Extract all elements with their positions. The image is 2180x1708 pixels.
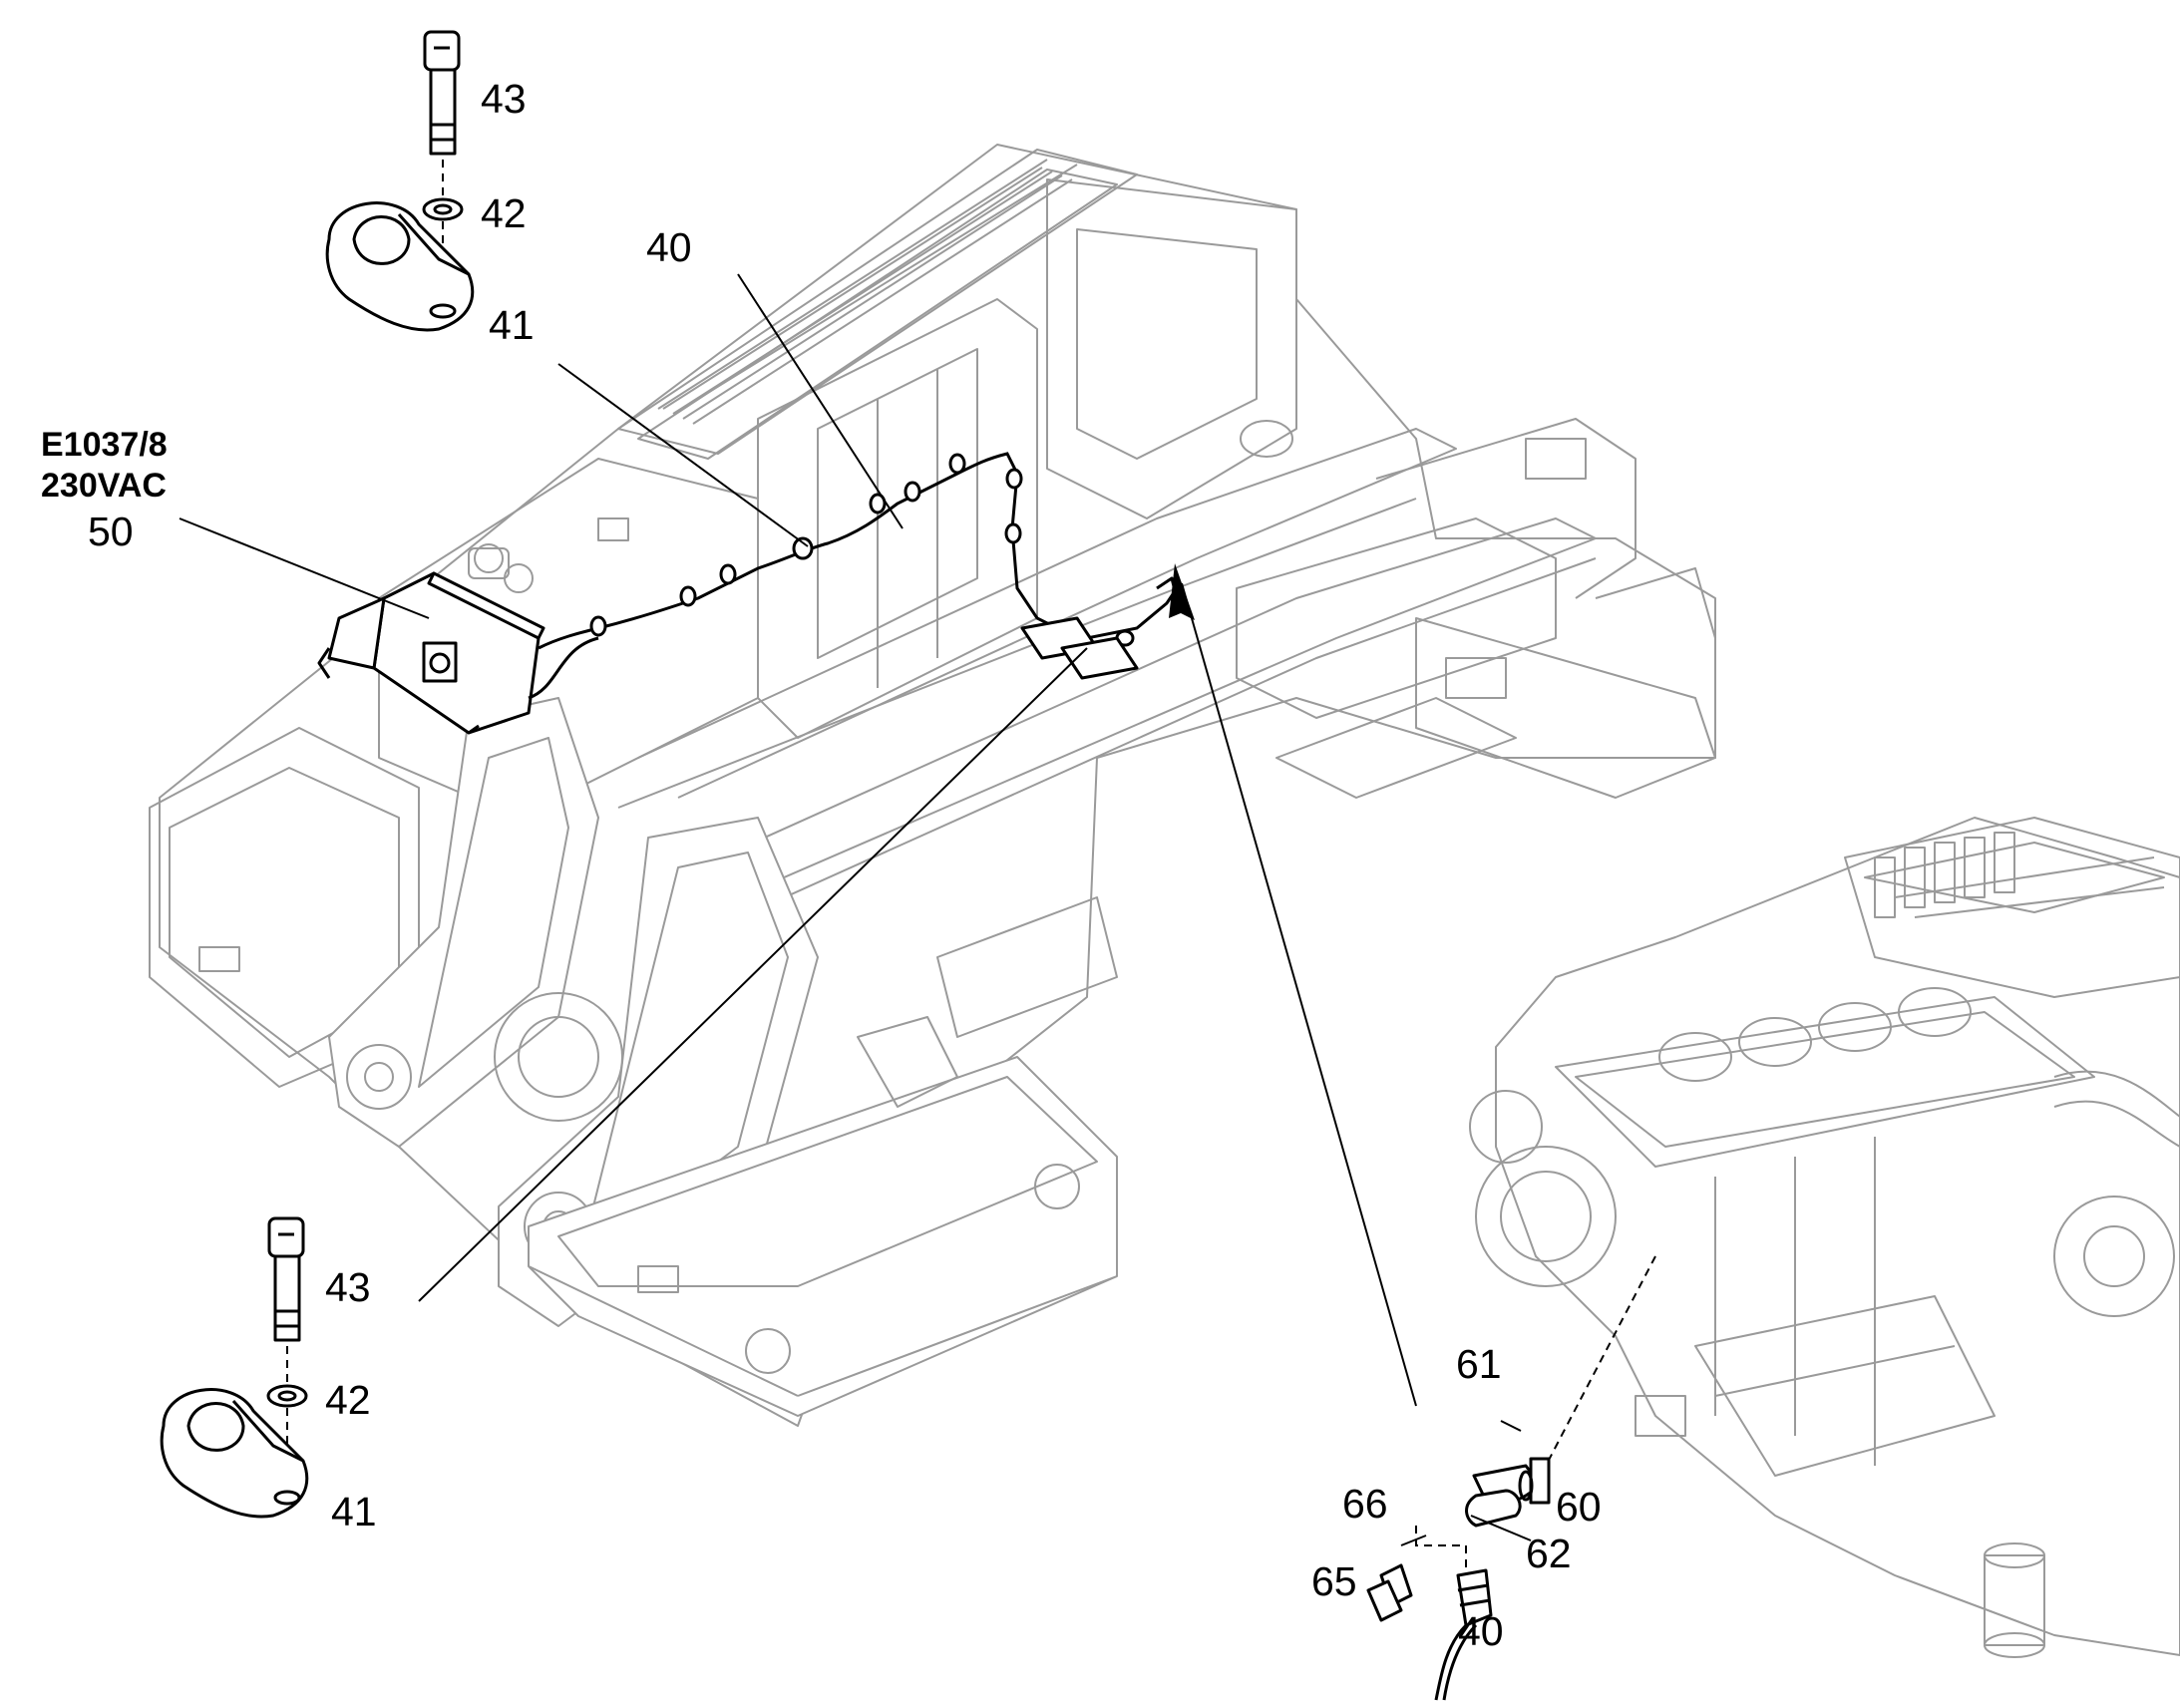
callout-43-top: 43 [481,76,527,122]
upper-frame [149,144,1716,1427]
leader-lines [179,273,1417,1407]
callout-65: 65 [1311,1558,1357,1604]
wiring-harness [538,452,1179,680]
bottom-clamp-assembly [160,1216,309,1519]
electrical-code-label: E1037/8 [41,426,168,464]
callout-42-top: 42 [481,190,527,236]
callout-60: 60 [1556,1484,1602,1530]
callout-43-bottom: 43 [325,1264,371,1310]
voltage-label: 230VAC [41,467,167,505]
callout-41-top: 41 [489,302,535,348]
callout-62: 62 [1526,1531,1572,1576]
washer-42-top [422,197,464,221]
callout-labels: 43 42 41 40 E1037/8 230VAC 50 43 42 41 6… [41,76,1602,1654]
harness-clamps [589,453,1135,647]
bolt-65 [1366,1563,1413,1622]
callout-41-bottom: 41 [331,1489,377,1535]
callout-40-bottom: 40 [1458,1608,1504,1654]
callout-66: 66 [1342,1481,1388,1527]
engine [1469,817,2180,1658]
clamp-41-top [325,201,475,332]
callout-50: 50 [88,509,134,554]
callout-42-bottom: 42 [325,1377,371,1423]
heater-element-assembly [1366,1255,1656,1701]
callout-61: 61 [1456,1341,1502,1387]
radiator-grille [662,167,1073,425]
bolt-43-bottom [267,1216,305,1342]
top-clamp-assembly [325,30,475,332]
callout-40-top: 40 [646,224,692,270]
washer-42-bottom [266,1384,308,1408]
engine-fins [1874,832,2015,918]
bolt-43-top [423,30,461,156]
plug-cable-40 [1434,1568,1493,1701]
heater-element-60 [1465,1457,1551,1528]
clamp-41-bottom [160,1388,309,1519]
